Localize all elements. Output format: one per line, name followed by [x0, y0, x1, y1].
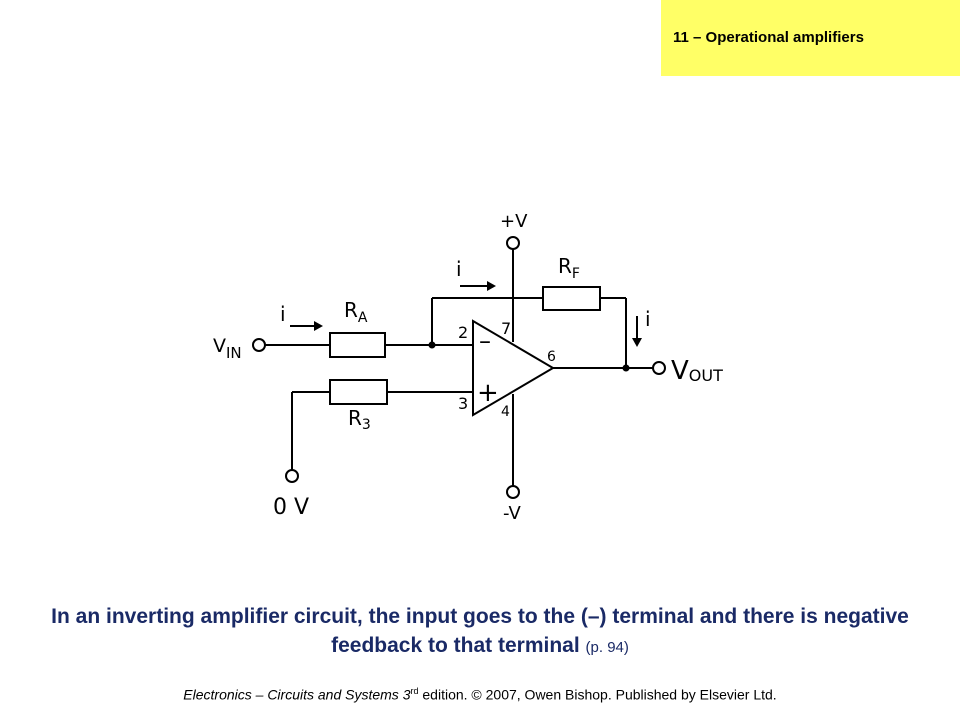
- resistor-r3-label: R3: [348, 406, 371, 433]
- footer-edition-sup: rd: [410, 686, 419, 696]
- pin-3-label: 3: [458, 394, 468, 413]
- negative-supply-terminal: [506, 485, 520, 499]
- positive-supply-label: +V: [500, 211, 528, 232]
- chapter-title: 11 – Operational amplifiers: [673, 29, 864, 46]
- ground-terminal: [285, 469, 299, 483]
- positive-supply-terminal: [506, 236, 520, 250]
- caption-page-ref: (p. 94): [585, 639, 629, 656]
- input-terminal: [252, 338, 266, 352]
- resistor-rf-label: RF: [558, 254, 580, 282]
- negative-supply-label: -V: [503, 503, 521, 524]
- input-label: VIN: [213, 335, 242, 362]
- current-label-feedback: i: [456, 257, 462, 281]
- caption: In an inverting amplifier circuit, the i…: [20, 602, 940, 662]
- current-label-input: i: [280, 302, 286, 326]
- ground-label: 0 V: [273, 495, 309, 520]
- caption-text: In an inverting amplifier circuit, the i…: [51, 605, 909, 657]
- resistor-r3: [329, 379, 388, 405]
- footer-publisher: edition. © 2007, Owen Bishop. Published …: [418, 686, 777, 703]
- resistor-ra: [329, 332, 386, 358]
- current-arrowhead-feedback: [487, 281, 496, 291]
- footer-book-title: Electronics – Circuits and Systems 3: [183, 686, 411, 703]
- opamp-symbol: [472, 319, 555, 417]
- pin-4-label: 4: [501, 404, 510, 420]
- resistor-ra-label: RA: [344, 298, 368, 326]
- current-arrowhead-input: [314, 321, 323, 331]
- noninverting-input-sign: +: [477, 378, 499, 408]
- chapter-header: 11 – Operational amplifiers: [661, 0, 960, 76]
- pin-2-label: 2: [458, 323, 468, 342]
- output-label: VOUT: [671, 356, 723, 386]
- output-terminal: [652, 361, 666, 375]
- input-junction: [428, 341, 436, 349]
- current-arrowhead-output: [632, 338, 642, 347]
- footer: Electronics – Circuits and Systems 3rd e…: [0, 686, 960, 703]
- pin-7-label: 7: [501, 319, 511, 338]
- output-junction: [622, 364, 630, 372]
- current-label-output: i: [645, 307, 651, 331]
- pin-6-label: 6: [547, 349, 556, 365]
- resistor-rf: [542, 286, 601, 311]
- inverting-input-sign: –: [479, 327, 491, 355]
